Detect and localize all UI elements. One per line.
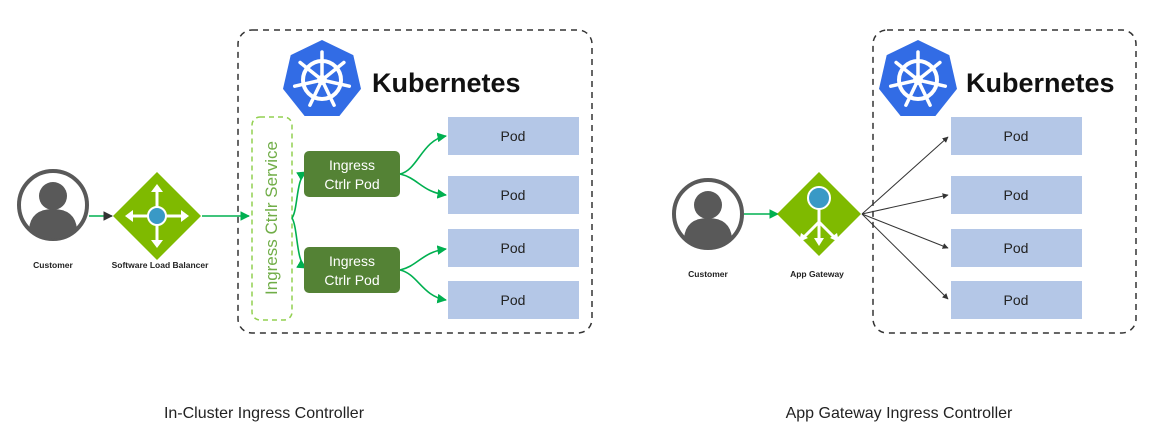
pod-box: Pod	[951, 281, 1082, 319]
pod-box: Pod	[448, 281, 579, 319]
arrow-ctrl-2-to-pod-3	[399, 245, 447, 271]
arrow-ctrl-1-to-pod-1	[399, 132, 447, 175]
pod-label: Pod	[1004, 128, 1029, 144]
arrow-ctrl-1-to-pod-2	[399, 173, 447, 199]
pod-label: Pod	[1004, 292, 1029, 308]
ctrl-pod-1-line1: Ingress	[329, 157, 375, 173]
right-caption: App Gateway Ingress Controller	[786, 405, 1013, 422]
pod-label: Pod	[501, 240, 526, 256]
pod-box: Pod	[448, 117, 579, 155]
arrow-gateway-to-pod-4	[861, 213, 949, 300]
left-caption: In-Cluster Ingress Controller	[164, 405, 365, 422]
pod-box: Pod	[448, 176, 579, 214]
customer-label: Customer	[688, 269, 728, 279]
arrow-gateway-to-pod-1	[861, 136, 949, 215]
kubernetes-cluster-boundary	[237, 29, 593, 334]
pod-label: Pod	[501, 187, 526, 203]
kubernetes-cluster-boundary	[872, 29, 1137, 334]
kubernetes-title: Kubernetes	[966, 68, 1115, 98]
pod-box: Pod	[951, 176, 1082, 214]
arrow-ctrl-2-to-pod-4	[399, 269, 447, 304]
kubernetes-icon	[281, 38, 363, 118]
ctrl-pod-2-line2: Ctrlr Pod	[324, 272, 379, 288]
pod-label: Pod	[501, 292, 526, 308]
ingress-service-label: Ingress Ctrlr Service	[262, 141, 281, 295]
pod-box: Pod	[448, 229, 579, 267]
arrow-service-to-ctrl-pod-1	[291, 171, 307, 219]
ctrl-pod-2-line1: Ingress	[329, 253, 375, 269]
person-icon	[672, 178, 744, 250]
gateway-label: App Gateway	[790, 269, 844, 279]
kubernetes-title: Kubernetes	[372, 68, 521, 98]
right-diagram: Kubernetes Customer App Gateway Pod	[672, 29, 1137, 422]
pod-label: Pod	[1004, 187, 1029, 203]
arrow-service-to-ctrl-pod-2	[291, 217, 307, 269]
load-balancer-icon	[113, 172, 201, 260]
ctrl-pod-1-line2: Ctrlr Pod	[324, 176, 379, 192]
left-diagram: Kubernetes Customer Software Load Balanc…	[17, 29, 593, 422]
pod-box: Pod	[951, 117, 1082, 155]
pod-label: Pod	[1004, 240, 1029, 256]
kubernetes-icon	[877, 38, 959, 118]
arrow-gateway-to-pod-3	[861, 213, 949, 249]
arrow-gateway-to-pod-2	[861, 193, 949, 215]
ingress-ctrl-pod-2: Ingress Ctrlr Pod	[304, 247, 400, 293]
app-gateway-icon	[777, 172, 861, 256]
ingress-ctrl-pod-1: Ingress Ctrlr Pod	[304, 151, 400, 197]
customer-label: Customer	[33, 260, 73, 270]
pod-box: Pod	[951, 229, 1082, 267]
pod-label: Pod	[501, 128, 526, 144]
person-icon	[17, 169, 89, 241]
load-balancer-label: Software Load Balancer	[112, 260, 210, 270]
